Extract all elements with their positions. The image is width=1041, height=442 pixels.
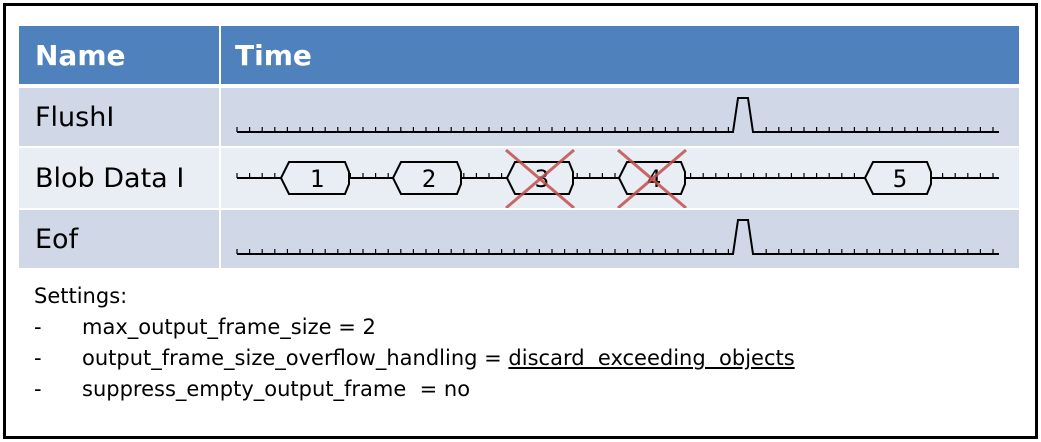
- signal-row-eof: Eof: [19, 210, 1019, 268]
- setting-value: discard exceeding objects: [508, 346, 795, 370]
- signal-name-flush: FlushI: [35, 101, 115, 133]
- pulse-signal: [237, 97, 999, 133]
- header-divider: [219, 26, 221, 84]
- blob-object: [279, 161, 350, 195]
- waveform-eof: [236, 219, 999, 255]
- waveform-blob: 12345: [236, 148, 999, 208]
- setting-dash: -: [34, 315, 42, 339]
- setting-key: output_frame_size_overflow_handling: [82, 346, 478, 370]
- signal-name-eof: Eof: [35, 223, 79, 255]
- setting-eq: = 2: [331, 315, 376, 339]
- setting-dash: -: [34, 377, 42, 401]
- blob-label: 1: [310, 165, 324, 193]
- header-time: Time: [235, 38, 312, 72]
- setting-key: suppress_empty_output_frame: [82, 377, 407, 401]
- diagram-frame: Name Time FlushI Blob Data I 12345 Eof: [3, 3, 1038, 439]
- pulse-signal: [237, 219, 999, 255]
- blob-object: [391, 161, 462, 195]
- waveform-flush-cell: [221, 88, 1019, 146]
- header-name: Name: [35, 38, 126, 72]
- blob-object: [863, 161, 932, 195]
- blob-label: 5: [893, 165, 907, 193]
- signal-row-flush: FlushI: [19, 88, 1019, 146]
- settings-title: Settings:: [34, 284, 128, 308]
- setting-text: max_output_frame_size = 2: [82, 312, 376, 342]
- setting-eq: =: [477, 346, 509, 370]
- signal-row-blob: Blob Data I 12345: [19, 148, 1019, 208]
- waveform-eof-cell: [221, 210, 1019, 268]
- row-separator: [219, 148, 221, 208]
- discard-cross: [505, 148, 575, 208]
- setting-text: suppress_empty_output_frame = no: [82, 374, 470, 404]
- setting-key: max_output_frame_size: [82, 315, 332, 339]
- header-time-cell: Time: [221, 26, 1019, 84]
- waveform-blob-cell: 12345: [221, 148, 1019, 208]
- row-separator: [219, 210, 221, 268]
- row-separator: [219, 88, 221, 146]
- discard-cross: [617, 148, 687, 208]
- blob-label: 2: [422, 165, 436, 193]
- setting-text: output_frame_size_overflow_handling = di…: [82, 343, 795, 373]
- table-header: Name Time: [19, 26, 1019, 84]
- waveform-flush: [236, 97, 999, 133]
- signal-name-blob: Blob Data I: [35, 162, 185, 194]
- setting-dash: -: [34, 346, 42, 370]
- setting-eq: = no: [406, 377, 471, 401]
